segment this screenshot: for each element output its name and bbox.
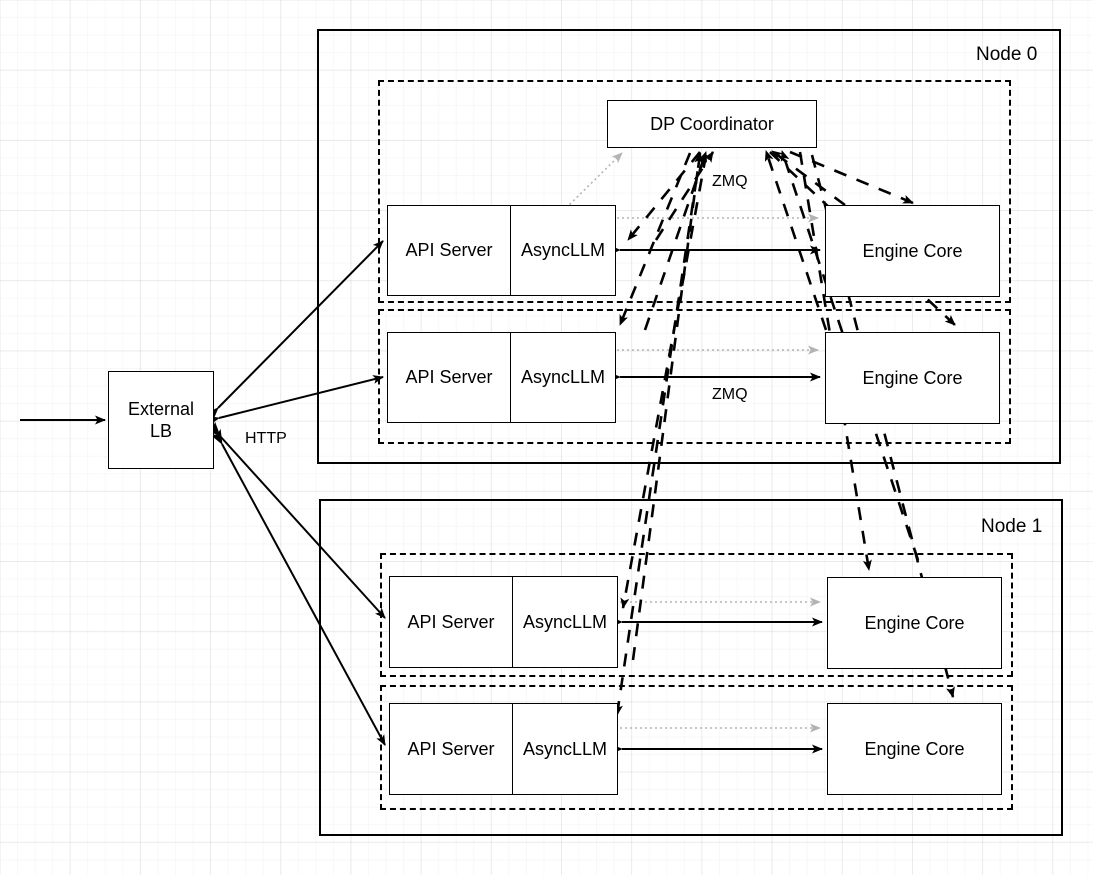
dp-group-node1-dp0 — [380, 553, 1013, 677]
external-lb-label-line1: External — [127, 398, 195, 419]
node-frame-node0 — [317, 29, 1061, 464]
api-server-cell-node0-dp1[interactable]: API Server — [388, 333, 511, 422]
api-server-unit-node1-dp0[interactable]: API Server AsyncLLM — [389, 576, 618, 668]
api-server-unit-node0-dp0[interactable]: API Server AsyncLLM — [387, 205, 616, 296]
dp-coordinator-box[interactable]: DP Coordinator — [607, 100, 817, 148]
engine-core-node0-dp1[interactable]: Engine Core — [825, 332, 1000, 424]
api-server-unit-node0-dp1[interactable]: API Server AsyncLLM — [387, 332, 616, 423]
asyncllm-cell-node0-dp0[interactable]: AsyncLLM — [520, 240, 605, 260]
dp-group-node1-dp1 — [380, 685, 1013, 810]
dp-group-node0-dp0 — [378, 80, 1011, 303]
http-label: HTTP — [245, 430, 287, 447]
zmq-label-node0-dp0: ZMQ — [712, 173, 748, 190]
api-server-cell-node1-dp0[interactable]: API Server — [390, 577, 513, 667]
external-lb-box[interactable]: External LB — [108, 371, 214, 469]
zmq-label-node0-dp1: ZMQ — [712, 386, 748, 403]
dp-group-node0-dp1 — [378, 309, 1011, 444]
asyncllm-cell-node1-dp1[interactable]: AsyncLLM — [522, 738, 607, 759]
node-frame-node1 — [319, 499, 1063, 836]
api-server-unit-node1-dp1[interactable]: API Server AsyncLLM — [389, 703, 618, 795]
asyncllm-cell-node1-dp0[interactable]: AsyncLLM — [522, 611, 607, 632]
node-title-node0: Node 0 — [976, 44, 1038, 65]
api-server-cell-node1-dp1[interactable]: API Server — [390, 704, 513, 794]
external-lb-label-line2: LB — [149, 421, 173, 441]
asyncllm-cell-node0-dp1[interactable]: AsyncLLM — [520, 367, 605, 387]
api-server-cell-node0-dp0[interactable]: API Server — [388, 206, 511, 295]
engine-core-node1-dp1[interactable]: Engine Core — [827, 703, 1002, 795]
engine-core-node0-dp0[interactable]: Engine Core — [825, 205, 1000, 297]
engine-core-node1-dp0[interactable]: Engine Core — [827, 577, 1002, 669]
node-title-node1: Node 1 — [981, 516, 1043, 537]
